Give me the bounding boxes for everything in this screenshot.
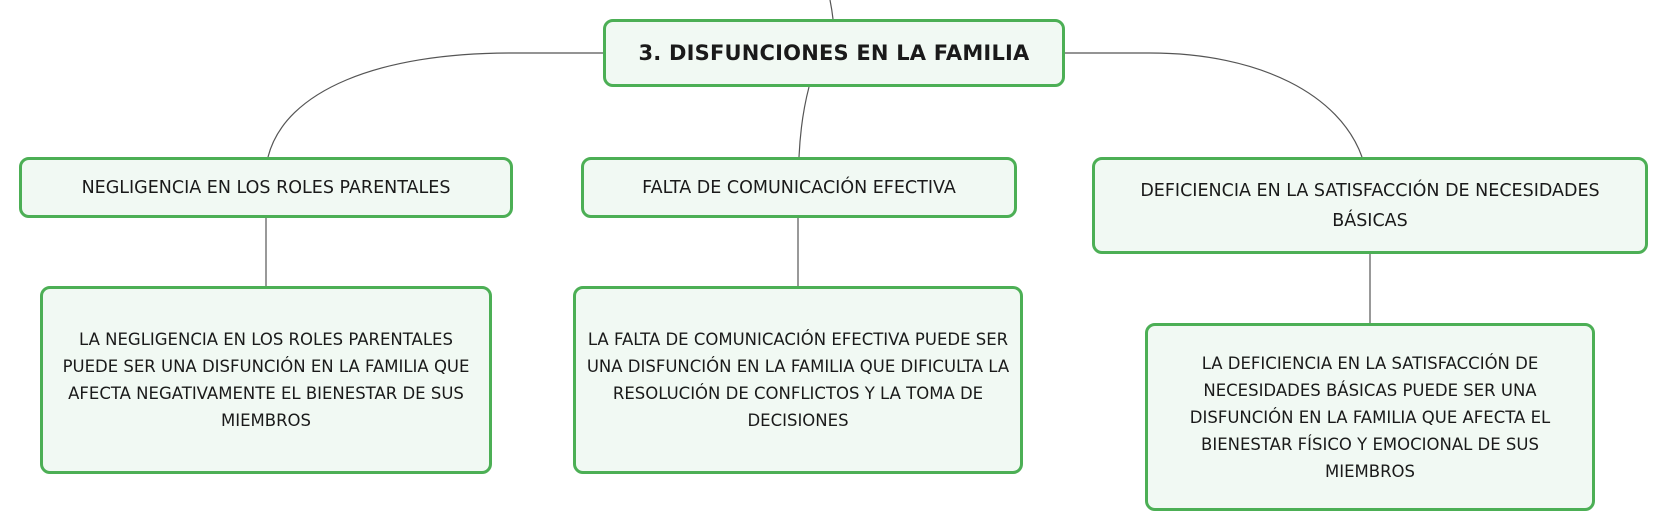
detail-node-negligencia[interactable]: LA NEGLIGENCIA EN LOS ROLES PARENTALES P… (40, 286, 492, 474)
branch-label: FALTA DE COMUNICACIÓN EFECTIVA (642, 177, 956, 198)
branch-node-negligencia[interactable]: NEGLIGENCIA EN LOS ROLES PARENTALES (19, 157, 513, 218)
root-topic-label: 3. DISFUNCIONES EN LA FAMILIA (638, 41, 1030, 65)
detail-text: LA NEGLIGENCIA EN LOS ROLES PARENTALES P… (62, 330, 470, 430)
branch-node-comunicacion[interactable]: FALTA DE COMUNICACIÓN EFECTIVA (581, 157, 1017, 218)
detail-text: LA FALTA DE COMUNICACIÓN EFECTIVA PUEDE … (586, 330, 1010, 430)
connector-root-to-branch-1 (267, 52, 603, 158)
connector-parent-to-root (829, 0, 834, 20)
root-topic-node[interactable]: 3. DISFUNCIONES EN LA FAMILIA (603, 19, 1065, 87)
branch-label: NEGLIGENCIA EN LOS ROLES PARENTALES (81, 177, 451, 198)
detail-text: LA DEFICIENCIA EN LA SATISFACCIÓN DE NEC… (1189, 353, 1551, 481)
detail-node-comunicacion[interactable]: LA FALTA DE COMUNICACIÓN EFECTIVA PUEDE … (573, 286, 1023, 474)
detail-node-necesidades[interactable]: LA DEFICIENCIA EN LA SATISFACCIÓN DE NEC… (1145, 323, 1595, 511)
connector-root-to-branch-3 (1065, 52, 1363, 158)
branch-node-necesidades[interactable]: DEFICIENCIA EN LA SATISFACCIÓN DE NECESI… (1092, 157, 1648, 254)
connector-root-to-branch-2 (798, 86, 810, 158)
branch-label: DEFICIENCIA EN LA SATISFACCIÓN DE NECESI… (1140, 180, 1600, 231)
